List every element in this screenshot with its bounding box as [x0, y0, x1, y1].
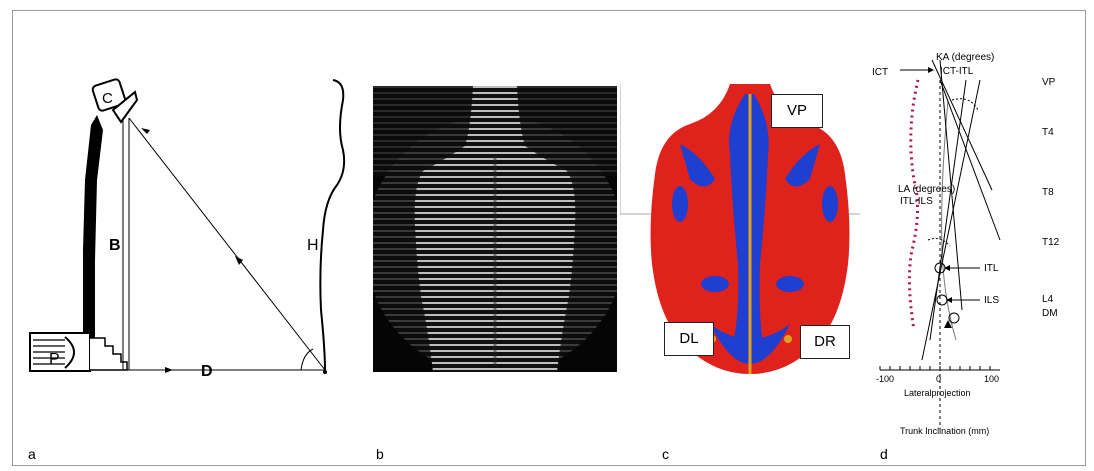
label-lateral-projection: Lateralprojection — [904, 388, 971, 398]
panel-letter-a: a — [28, 446, 36, 462]
label-ict-itl: ICT-ITL — [940, 66, 974, 77]
label-la: LA (degrees) — [898, 184, 955, 195]
tick-0: 0 — [936, 374, 941, 384]
label-subject-h: H — [307, 237, 319, 254]
camera-lens — [111, 90, 139, 124]
level-vp: VP — [1042, 77, 1056, 88]
level-t8: T8 — [1042, 187, 1054, 198]
panel-b-image — [373, 86, 617, 372]
level-dm: DM — [1042, 308, 1058, 319]
subject-profile — [319, 79, 346, 371]
camera-body — [91, 78, 127, 112]
tick-neg-100: -100 — [876, 374, 894, 384]
level-t12: T12 — [1042, 237, 1060, 248]
level-l4: L4 — [1042, 294, 1054, 305]
label-itl: ITL — [984, 263, 999, 274]
label-projector: P — [49, 351, 60, 368]
panel-d-diagram: ICT KA (degrees) ICT-ITL LA (degrees) IT… — [872, 52, 1060, 436]
label-dr: DR — [800, 325, 850, 359]
label-ka: KA (degrees) — [936, 52, 994, 63]
figure-frame — [12, 10, 1086, 466]
camera-stand — [83, 115, 103, 350]
label-height-b: B — [109, 237, 121, 254]
label-ils: ILS — [984, 295, 999, 306]
panel-letter-c: c — [662, 446, 669, 462]
panel-a-diagram: C P B D H — [29, 78, 346, 380]
label-itl-ils: ITL-ILS — [900, 196, 933, 207]
panel-letter-b: b — [376, 446, 384, 462]
panel-c-heatmap — [620, 84, 860, 374]
tick-100: 100 — [984, 374, 999, 384]
panel-letter-d: d — [880, 446, 888, 462]
label-dl: DL — [664, 322, 714, 356]
label-distance-d: D — [201, 363, 213, 380]
label-ict: ICT — [872, 67, 888, 78]
label-vp: VP — [771, 94, 823, 128]
level-t4: T4 — [1042, 127, 1054, 138]
label-camera: C — [102, 90, 113, 107]
label-trunk-inclination: Trunk Inclination (mm) — [900, 426, 989, 436]
